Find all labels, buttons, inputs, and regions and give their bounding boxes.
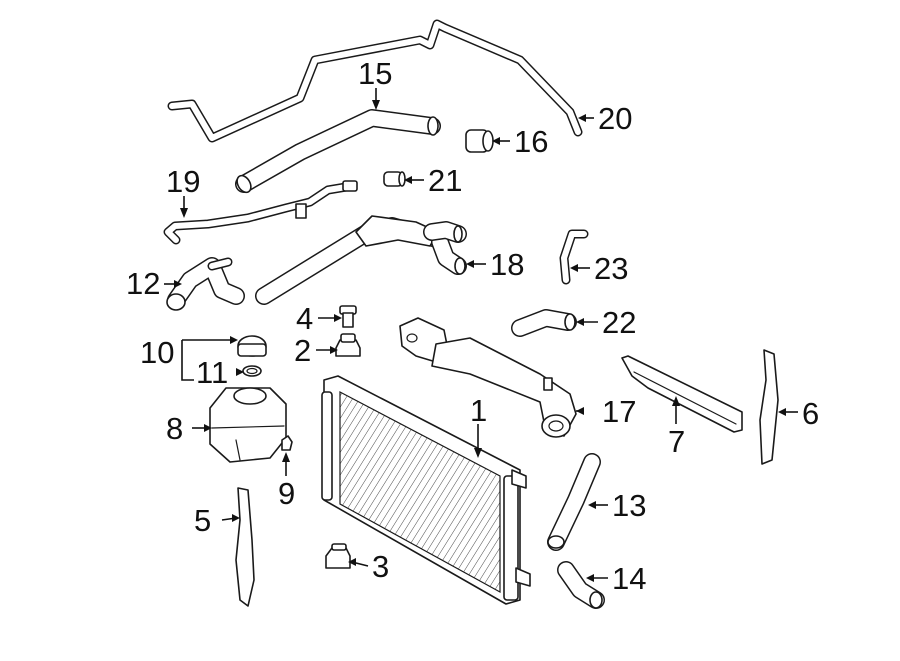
part-7-air-guide xyxy=(621,355,743,433)
callout-14: 14 xyxy=(612,561,646,596)
callout-15: 15 xyxy=(358,56,392,91)
callout-10: 10 xyxy=(140,335,174,370)
part-18-coolant-pipe xyxy=(255,215,467,305)
part-8-expansion-tank xyxy=(209,387,287,463)
callout-18: 18 xyxy=(490,247,524,282)
part-15-upper-hose xyxy=(235,109,441,194)
callout-19: 19 xyxy=(166,164,200,199)
part-4-bleeder-screw xyxy=(339,305,357,328)
callout-1: 1 xyxy=(470,393,487,428)
callout-12: 12 xyxy=(126,266,160,301)
part-19-vent-hose xyxy=(163,180,358,245)
callout-8: 8 xyxy=(166,411,183,446)
part-2-cap xyxy=(335,333,361,357)
callout-labels: 1 2 3 4 5 6 7 8 9 10 11 12 13 14 15 16 1… xyxy=(126,56,819,596)
part-5-left-bracket xyxy=(235,487,255,607)
callout-7: 7 xyxy=(668,424,685,459)
callout-4: 4 xyxy=(296,301,313,336)
part-20-metal-tube xyxy=(167,19,583,143)
part-10-reservoir-cap xyxy=(237,335,267,357)
part-11-o-ring xyxy=(242,365,262,377)
part-3-drain-plug xyxy=(325,543,351,569)
part-21-sleeve xyxy=(383,171,406,187)
callout-3: 3 xyxy=(372,549,389,584)
part-12-hose xyxy=(166,257,245,311)
part-1-radiator xyxy=(321,375,531,605)
callout-9: 9 xyxy=(278,476,295,511)
callout-2: 2 xyxy=(294,333,311,368)
part-22-hose xyxy=(511,309,577,337)
callout-21: 21 xyxy=(428,163,462,198)
callout-23: 23 xyxy=(594,251,628,286)
part-6-side-bracket xyxy=(759,349,779,465)
callout-17: 17 xyxy=(602,394,636,429)
callout-11: 11 xyxy=(196,355,228,390)
callout-13: 13 xyxy=(612,488,646,523)
callout-5: 5 xyxy=(194,503,211,538)
part-17-water-outlet xyxy=(399,317,577,438)
callout-6: 6 xyxy=(802,396,819,431)
part-23-bent-hose xyxy=(559,229,589,285)
leader-lines xyxy=(164,88,798,582)
part-13-lower-hose xyxy=(547,453,601,551)
callout-22: 22 xyxy=(602,305,636,340)
callout-16: 16 xyxy=(514,124,548,159)
part-14-hose xyxy=(557,561,605,609)
callout-20: 20 xyxy=(598,101,632,136)
part-16-bushing xyxy=(465,129,494,153)
part-9-clip xyxy=(281,435,293,451)
